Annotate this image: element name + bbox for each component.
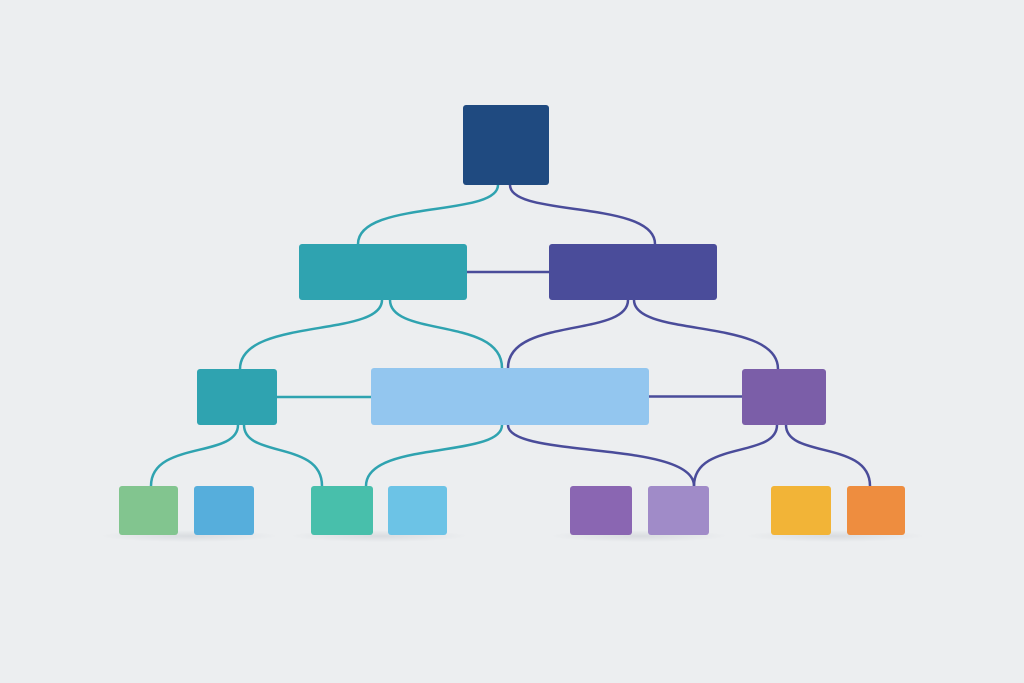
node-leaf-8 xyxy=(847,486,905,535)
diagram-nodes xyxy=(119,105,905,535)
node-l2-c xyxy=(742,369,826,425)
node-l2-a xyxy=(197,369,277,425)
connector-l2-b-to-leaf-3 xyxy=(364,423,504,488)
connector-l1-a-to-l2-a xyxy=(238,298,384,371)
node-leaf-6 xyxy=(648,486,709,535)
node-leaf-2 xyxy=(194,486,254,535)
node-leaf-4 xyxy=(388,486,447,535)
node-l2-b xyxy=(371,368,649,425)
node-leaf-7 xyxy=(771,486,831,535)
connector-lines xyxy=(149,183,872,488)
node-leaf-3 xyxy=(311,486,373,535)
connector-l2-c-to-leaf-8 xyxy=(784,423,872,488)
connector-root-to-l1-b xyxy=(508,183,657,246)
node-root xyxy=(463,105,549,185)
connector-l1-b-to-l2-c xyxy=(632,298,780,371)
node-l1-a xyxy=(299,244,467,300)
connector-l2-a-to-leaf-1 xyxy=(149,423,240,488)
node-l1-b xyxy=(549,244,717,300)
node-leaf-1 xyxy=(119,486,178,535)
connector-l2-c-to-leaf-6 xyxy=(692,423,779,488)
node-leaf-5 xyxy=(570,486,632,535)
connector-l1-a-to-l2-b xyxy=(388,298,504,370)
connector-l2-b-to-leaf-6 xyxy=(506,423,696,488)
connector-l1-b-to-l2-b xyxy=(506,298,630,370)
connector-l2-a-to-leaf-3 xyxy=(242,423,324,488)
connector-root-to-l1-a xyxy=(356,183,500,246)
